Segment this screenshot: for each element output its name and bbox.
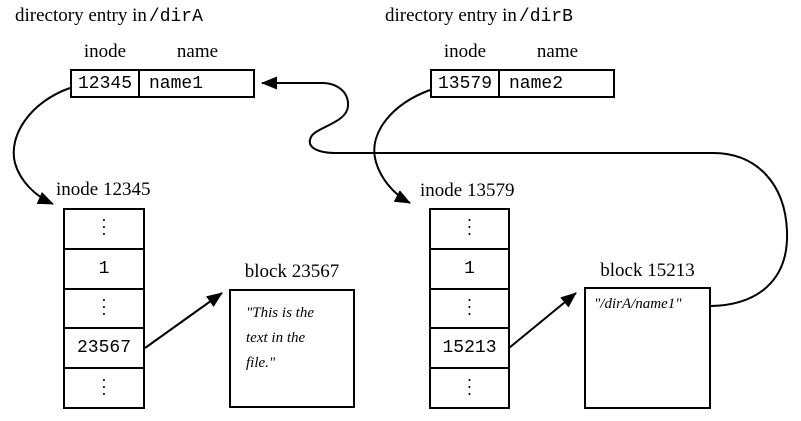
dir-b-entry-table: 13579 name2 [430,69,615,98]
block-15213-box: "/dirA/name1" [584,287,711,409]
block-23567-text: "This is the text in the file." [231,291,353,376]
dir-a-col-header-name: name [176,41,219,62]
dir-a-inode-cell: 12345 [72,71,140,96]
block-15213-text: "/dirA/name1" [594,296,682,312]
inode-13579-row-dots-2: · · · [431,287,508,328]
inode-12345-row-block-ref: 23567 [65,327,143,367]
inode-13579-label: inode 13579 [420,180,515,201]
arrow-inode-12345-to-block-23567 [144,292,223,349]
inode-13579-row-block-ref: 15213 [431,327,508,367]
inode-12345-row-dots-1: · · · [99,213,109,244]
inode-12345-row-link-count: 1 [65,247,143,288]
arrow-inode-13579-to-block-15213 [508,292,577,349]
dir-a-entry-table: 12345 name1 [70,69,255,98]
dir-a-title-text: directory entry in [15,5,147,26]
inode-13579-row-link-count: 1 [431,247,508,288]
block-23567-text-line2: text in the [246,330,306,346]
dir-b-title-text: directory entry in [385,5,517,26]
inode-12345-label: inode 12345 [56,179,151,200]
inode-12345-row-dots-3: · · · [65,367,143,407]
dir-a-title-path: /dirA [148,7,203,27]
dir-a-name-cell: name1 [149,73,204,94]
inode-13579-row-dots-3: · · · [431,367,508,407]
block-23567-label: block 23567 [244,261,340,282]
inode-13579-row-dots-1: · · · [465,213,474,244]
dir-b-col-header-inode: inode [443,41,487,62]
dir-a-title: directory entry in /dirA [15,5,203,27]
block-15213-label: block 15213 [600,260,695,281]
dir-b-table-headers: inode name [430,41,615,63]
inode-12345-box: · · · 1 · · · 23567 · · · [63,208,145,409]
dir-b-col-header-name: name [536,41,579,62]
block-23567-text-line3: file." [246,355,276,371]
dir-b-title-path: /dirB [518,7,573,27]
block-23567-text-line1: "This is the [246,305,314,321]
block-23567-box: "This is the text in the file." [229,289,355,408]
dir-a-table-headers: inode name [70,41,255,63]
dir-b-title: directory entry in /dirB [385,5,573,27]
dir-a-col-header-inode: inode [83,41,127,62]
dir-b-inode-cell: 13579 [432,71,500,96]
inode-13579-box: · · · 1 · · · 15213 · · · [429,208,510,409]
inode-12345-row-dots-2: · · · [65,287,143,328]
dir-b-name-cell: name2 [509,73,564,94]
